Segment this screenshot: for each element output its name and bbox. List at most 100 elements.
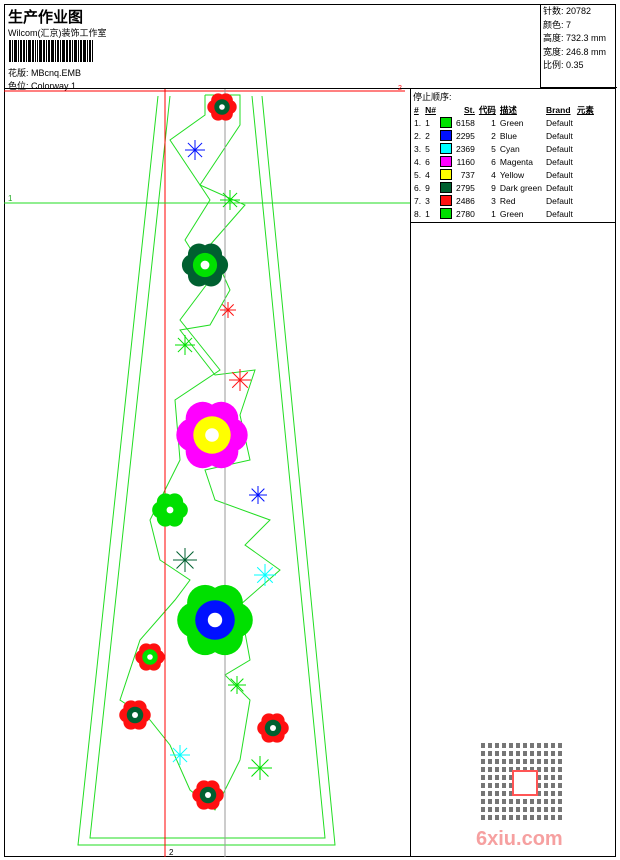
header: 生产作业图 Wilcom(汇京)装饰工作室 花版: MBcnq.EMB 色位: …	[4, 4, 540, 91]
col-brand: Brand	[545, 105, 571, 115]
embroidery-flower	[135, 643, 165, 671]
sheet-title: 生产作业图	[8, 9, 84, 26]
info-width: 宽度: 246.8 mm	[543, 46, 607, 57]
barcode-bar	[32, 40, 34, 62]
embroidery-sprig	[249, 486, 267, 504]
row-brand: Default	[545, 156, 573, 167]
row-needle: 2	[425, 130, 430, 141]
barcode-bar	[80, 40, 82, 62]
colorway-label: 色位:	[8, 81, 29, 91]
color-swatch	[439, 208, 452, 220]
row-code: 6	[491, 156, 496, 167]
row-needle: 1	[425, 117, 430, 128]
barcode-bar	[72, 40, 73, 62]
embroidery-flower	[207, 93, 237, 121]
col-element: 元素	[576, 105, 594, 115]
row-code: 3	[491, 195, 496, 206]
row-stitches: 1160	[456, 156, 475, 167]
row-stitches: 2780	[455, 208, 475, 219]
row-description: Magenta	[499, 156, 533, 167]
divider	[4, 88, 616, 89]
guide-label-2: 2	[169, 848, 174, 857]
barcode-bar	[69, 40, 71, 62]
row-brand: Default	[545, 182, 573, 193]
row-index: 4.	[414, 156, 422, 167]
barcode-bar	[92, 40, 93, 62]
barcode-bar	[66, 40, 68, 62]
barcode-bar	[9, 40, 11, 62]
embroidery-flower	[181, 243, 229, 287]
row-needle: 5	[425, 143, 430, 154]
barcode-bar	[46, 40, 47, 62]
row-code: 9	[491, 182, 496, 193]
color-swatch	[439, 169, 452, 181]
embroidery-sprig	[173, 548, 197, 572]
color-swatch	[439, 182, 452, 194]
color-swatch	[439, 195, 452, 207]
row-description: Blue	[499, 130, 517, 141]
info-scale: 比例: 0.35	[543, 60, 584, 70]
row-index: 2.	[414, 130, 422, 141]
barcode-bar	[39, 40, 42, 62]
embroidery-sprig	[170, 745, 190, 765]
barcode-bar	[51, 40, 54, 62]
page-frame	[4, 4, 616, 857]
barcode-bar	[28, 40, 31, 62]
barcode-bar	[37, 40, 38, 62]
barcode-bar	[87, 40, 88, 62]
col-index: #	[414, 105, 419, 115]
row-index: 1.	[414, 117, 422, 128]
color-swatch	[439, 156, 452, 168]
row-brand: Default	[545, 169, 573, 180]
motif-outline	[119, 94, 281, 811]
embroidery-sprig	[254, 564, 276, 586]
barcode-bar	[43, 40, 45, 62]
row-code: 1	[491, 208, 496, 219]
embroidery-sprig	[220, 190, 240, 210]
barcode-bar	[12, 40, 13, 62]
seal-stamp	[512, 770, 538, 796]
guide-label-corner: 2	[398, 85, 402, 92]
row-code: 4	[491, 169, 496, 180]
row-code: 2	[491, 130, 496, 141]
col-needle: N#	[425, 105, 436, 115]
embroidery-flower	[257, 713, 289, 743]
info-height: 高度: 732.3 mm	[543, 33, 607, 43]
embroidery-sprig	[228, 676, 246, 694]
barcode-bar	[26, 40, 27, 62]
col-description: 描述	[499, 105, 517, 115]
barcode-bar	[20, 40, 22, 62]
row-code: 5	[491, 143, 496, 154]
colorway-value: Colorway 1	[31, 81, 77, 91]
barcode-bar	[57, 40, 59, 62]
barcode-bar	[23, 40, 25, 62]
row-needle: 9	[425, 182, 430, 193]
row-stitches: 2486	[455, 195, 475, 206]
embroidery-flower	[177, 584, 253, 656]
embroidery-flower	[192, 780, 224, 810]
row-stitches: 737	[460, 169, 475, 180]
pattern-file: 花版: MBcnq.EMB	[8, 66, 81, 79]
embroidery-sprig	[185, 140, 205, 160]
barcode-bar	[62, 40, 65, 62]
barcode-bar	[35, 40, 36, 62]
company-name: Wilcom(汇京)装饰工作室	[8, 28, 107, 38]
pattern-value: MBcnq.EMB	[31, 68, 82, 78]
stop-sequence-caption: 停止顺序:	[413, 92, 452, 102]
row-stitches: 2295	[455, 130, 475, 141]
barcode-bar	[74, 40, 77, 62]
row-needle: 3	[425, 195, 430, 206]
row-brand: Default	[545, 130, 573, 141]
skirt-outline-inner	[89, 95, 326, 839]
row-stitches: 2795	[455, 182, 475, 193]
